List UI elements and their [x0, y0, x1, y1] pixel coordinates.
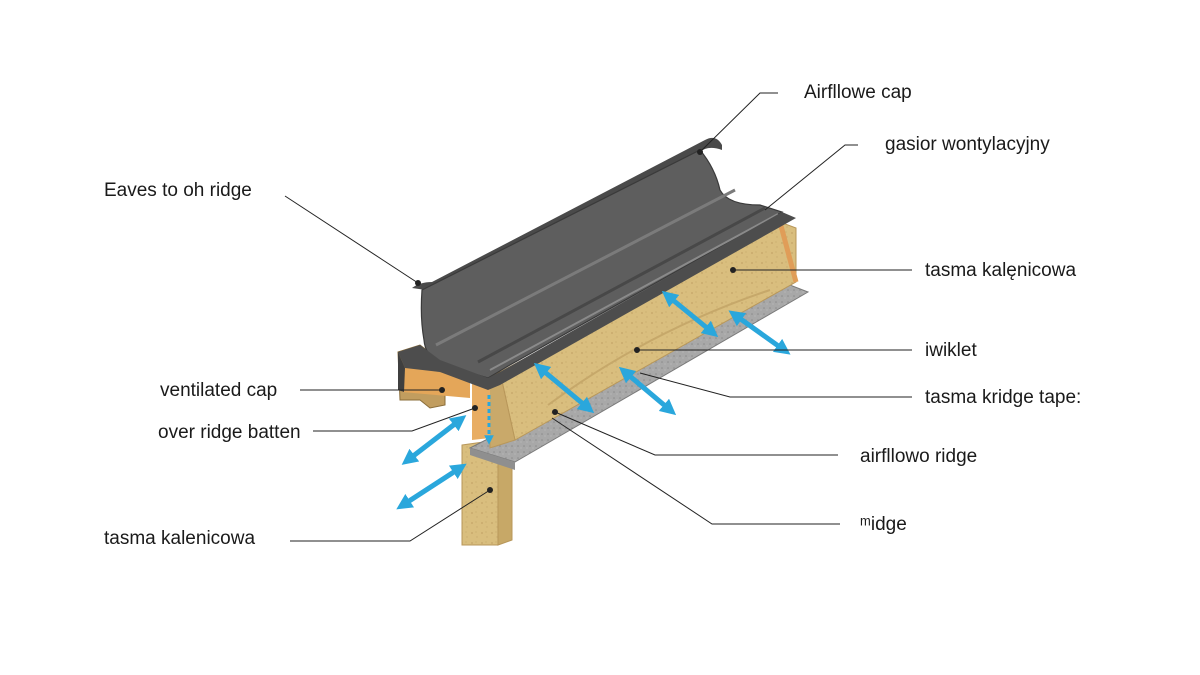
leader-airflow-cap [699, 92, 778, 153]
leader-tasma-ridge-tape [639, 372, 912, 398]
leader-eaves [284, 195, 419, 284]
ventilated-cap [398, 137, 796, 392]
label-over-ridge-batten: over ridge batten [158, 422, 301, 443]
airflow-arrow [401, 415, 467, 465]
airflow-arrow [533, 362, 595, 414]
leader-dot [472, 405, 478, 411]
airflow-arrow [661, 290, 719, 338]
label-gasior: gasior wontylacyjny [885, 134, 1050, 155]
leader-dot [487, 487, 493, 493]
leader-airflow-ridge [554, 411, 838, 456]
label-tasma-kalenicowa-right: tasma kalęnicowa [925, 260, 1077, 281]
label-airflow-ridge: airfllowo ridge [860, 446, 978, 467]
label-wiklet: iwiklet [925, 340, 977, 361]
leader-dot [439, 387, 445, 393]
leader-ridge [551, 417, 840, 525]
leader-lines [284, 92, 912, 542]
leader-dot [730, 267, 736, 273]
leader-dots [415, 149, 736, 493]
leader-dot [415, 280, 421, 286]
leader-over-ridge-batten [313, 407, 476, 432]
label-ridge: ᵐidge [860, 514, 907, 535]
label-airflow-cap: Airfllowe cap [804, 82, 912, 103]
leader-dot [552, 409, 558, 415]
airflow-arrow [618, 366, 677, 416]
label-tasma-ridge-tape: tasma kridge tape: [925, 387, 1082, 408]
airflow-arrow [396, 463, 467, 510]
leader-gasior [764, 144, 858, 211]
label-eaves: Eaves to oh ridge [104, 180, 252, 201]
leader-dot [697, 149, 703, 155]
leader-tasma-left [290, 489, 491, 542]
label-tasma-kalenicowa-left: tasma kalenicowa [104, 528, 256, 549]
airflow-arrows [396, 290, 791, 510]
label-ventilated-cap: ventilated cap [160, 380, 278, 401]
airflow-arrow [728, 310, 791, 355]
leader-dot [634, 347, 640, 353]
